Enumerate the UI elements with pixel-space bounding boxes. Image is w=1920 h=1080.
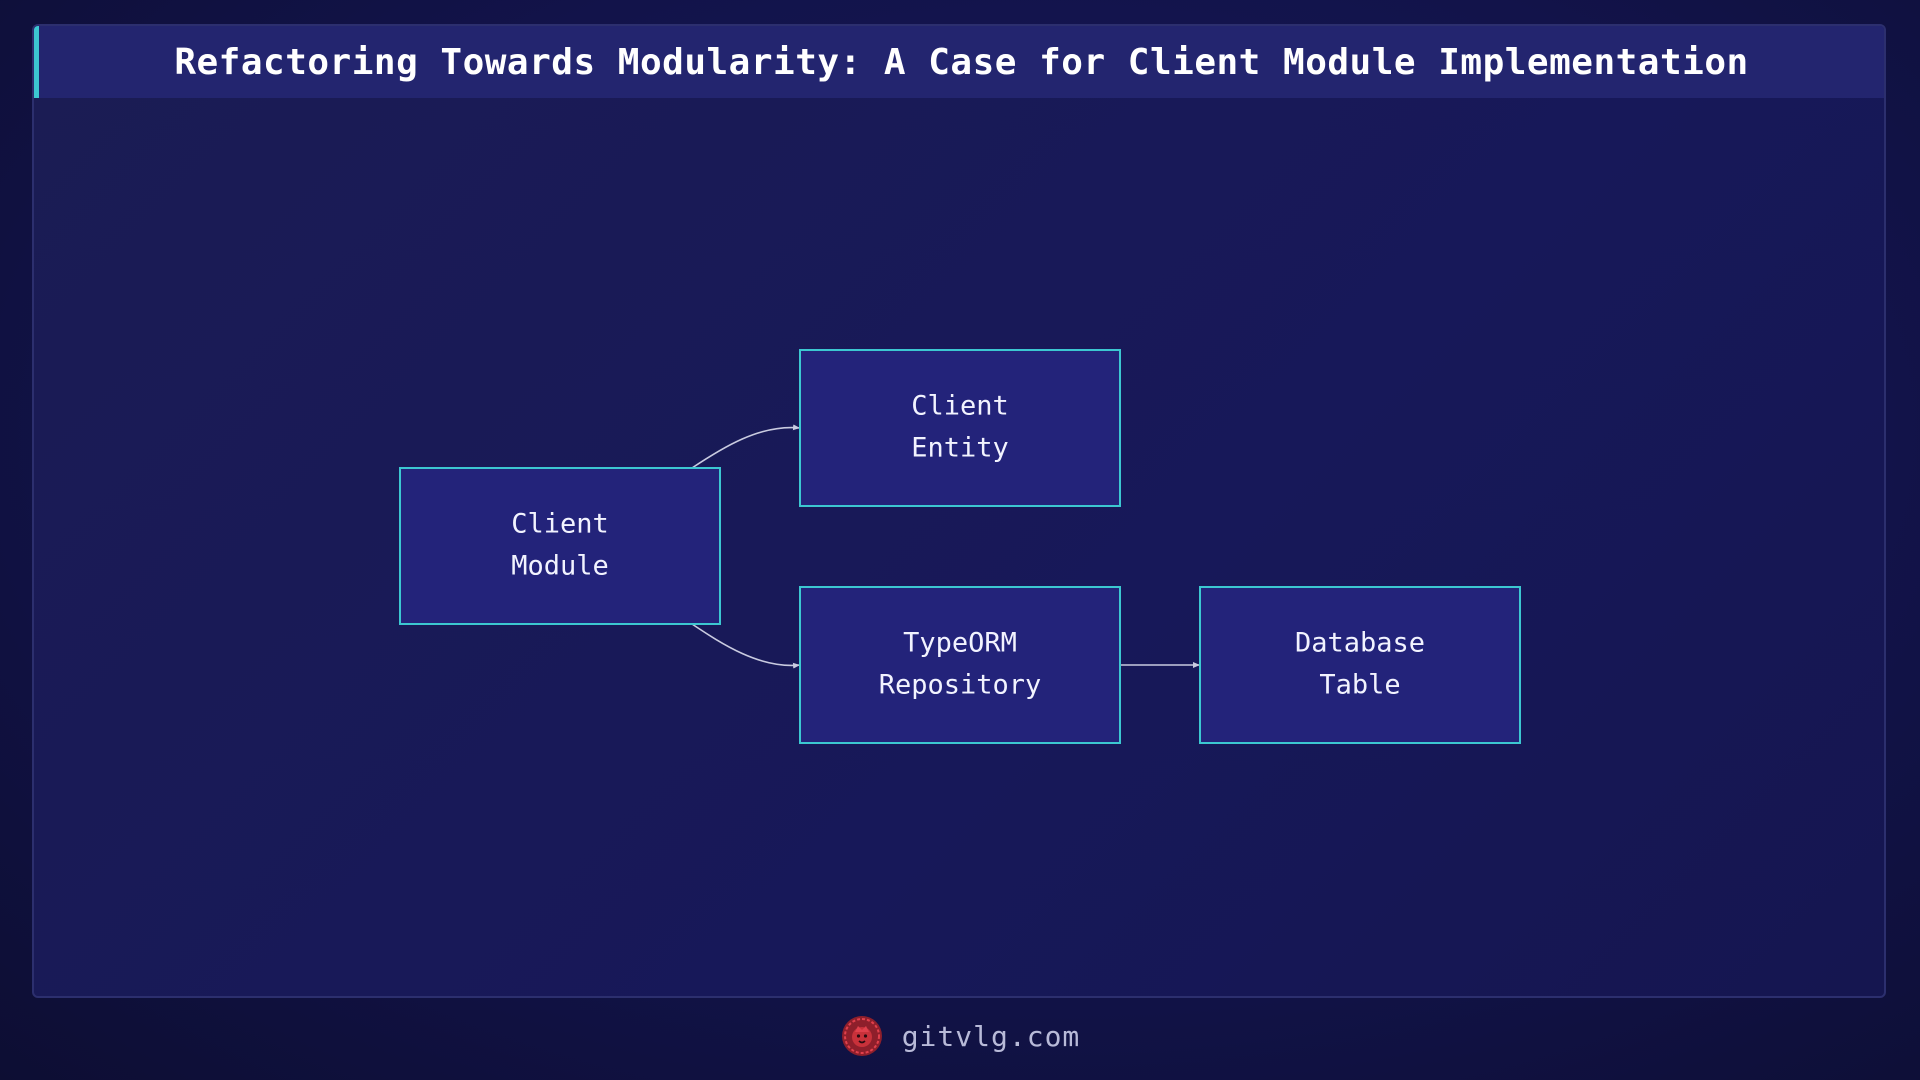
node-box: [399, 467, 721, 625]
lion-head-icon: [841, 1016, 882, 1056]
node-label-line: Module: [511, 551, 609, 582]
edge-client-module-to-client-entity: [691, 424, 801, 469]
footer: gitvlg.com: [0, 1008, 1920, 1064]
node-box: [799, 349, 1121, 507]
edges-layer: [691, 424, 1200, 669]
footer-site-link[interactable]: gitvlg.com: [901, 1019, 1081, 1053]
node-label-line: Client: [911, 391, 1009, 422]
node-typeorm-repository[interactable]: TypeORM Repository: [799, 586, 1121, 744]
node-label-line: Database: [1295, 628, 1425, 659]
node-box: [1199, 586, 1521, 744]
title-bar: Refactoring Towards Modularity: A Case f…: [34, 26, 1884, 98]
node-label-line: Client: [511, 509, 609, 540]
node-box: [799, 586, 1121, 744]
node-label-line: Table: [1319, 670, 1400, 701]
node-label-line: TypeORM: [903, 628, 1017, 659]
diagram-frame: Refactoring Towards Modularity: A Case f…: [32, 24, 1886, 998]
nodes-layer: ClientModuleClientEntityTypeORMRepositor…: [399, 349, 1521, 744]
node-label-line: Entity: [911, 433, 1009, 464]
node-label-line: Repository: [879, 670, 1042, 701]
page-title: Refactoring Towards Modularity: A Case f…: [174, 41, 1749, 83]
edge-client-module-to-typeorm-repository: [691, 623, 801, 669]
